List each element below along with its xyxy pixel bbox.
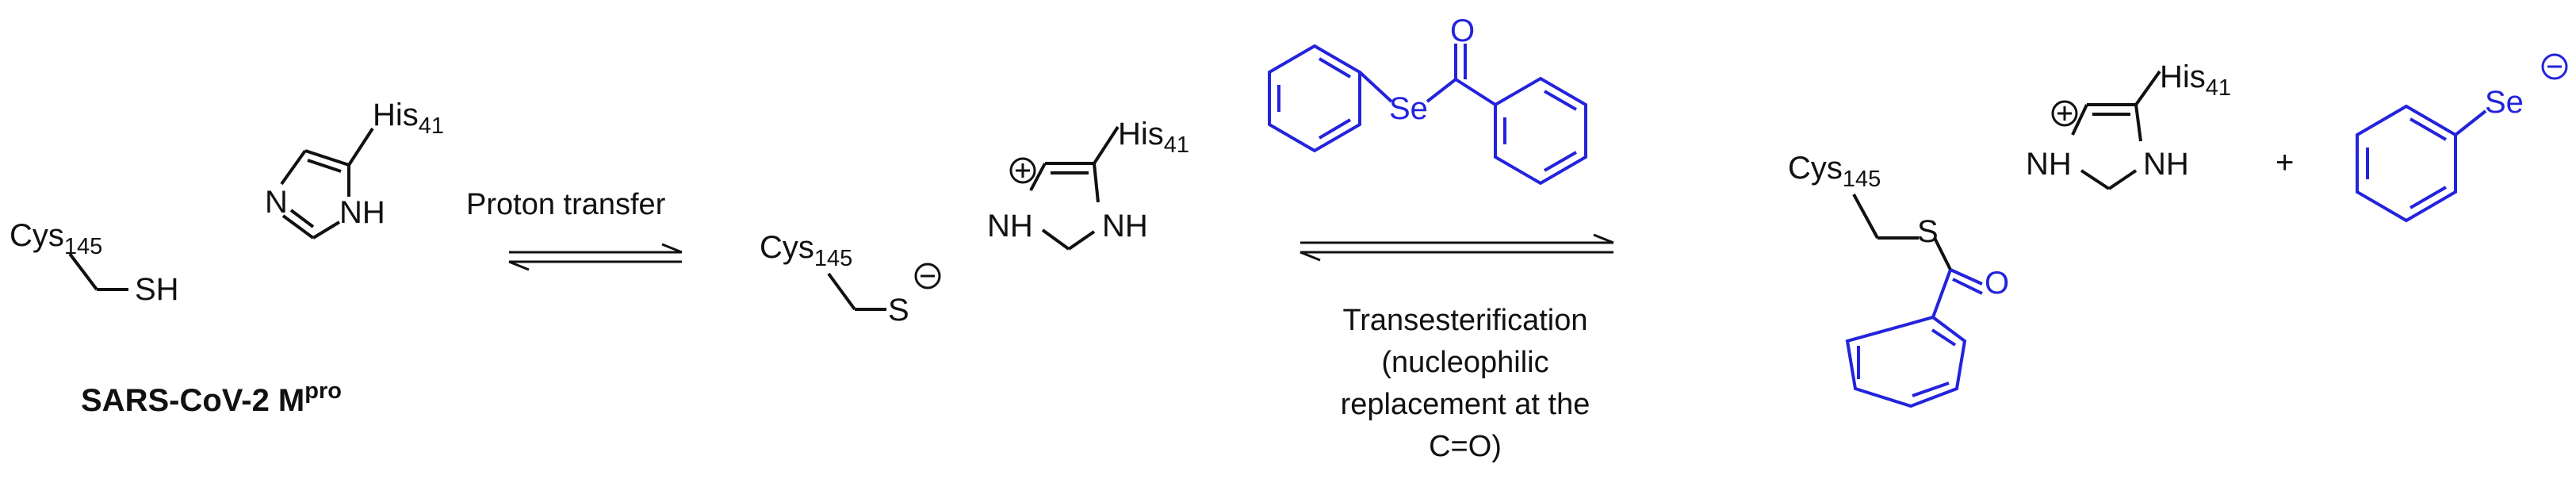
minus-charge-icon [914,263,941,290]
selenoester-se-label: Se [1389,91,1428,126]
selenide-se-label: Se [2485,85,2524,120]
caption-line-2: (nucleophilic [1381,346,1548,379]
imidazole-n-label: N [265,185,288,220]
his-label-2: His41 [1118,117,1189,158]
caption-line-3: replacement at the [1341,388,1590,421]
his-label-3: His41 [2160,59,2231,101]
his-label: His41 [373,98,444,139]
cys145-thiolate [827,272,886,311]
imidazolium-nh-right-label: NH [1102,209,1148,244]
selenoester-reagent [1268,44,1587,186]
cys-label: Cys145 [10,218,102,259]
caption-line-4: C=O) [1429,430,1502,463]
plus-charge-icon-2 [2051,100,2078,127]
minus-charge-icon-2 [2541,53,2568,80]
cys-label-3: Cys145 [1788,151,1881,192]
transesterification-caption: Transesterification (nucleophilic replac… [1341,304,1590,463]
cys145-thioester [1852,194,1952,270]
proton-transfer-label: Proton transfer [466,188,666,221]
equilibrium-arrow-1 [508,243,683,271]
thiol-sh-label: SH [135,272,179,307]
product-nh-left-label: NH [2026,147,2072,182]
cys145-thiol [68,252,128,291]
thioester-o-label: O [1985,266,2009,301]
equilibrium-arrow-2 [1299,233,1614,262]
plus-charge-icon [1009,157,1036,184]
product-nh-right-label: NH [2143,147,2189,182]
thioester-s-label: S [1917,214,1939,249]
enzyme-title: SARS-CoV-2 Mpro [81,378,342,418]
benzoyl-group [1845,268,1983,408]
thiolate-s-label: S [888,293,909,328]
his41-imidazolium-product [2071,70,2161,190]
phenylselenide-anion [2356,104,2487,223]
imidazolium-nh-left-label: NH [987,209,1033,244]
imidazole-nh-label: NH [339,195,385,230]
his41-imidazole [280,127,374,240]
caption-line-1: Transesterification [1342,304,1587,337]
cys-label-2: Cys145 [760,230,852,271]
selenoester-o-label: O [1450,13,1475,48]
plus-sign: + [2276,145,2294,180]
his41-imidazolium [1029,125,1120,251]
